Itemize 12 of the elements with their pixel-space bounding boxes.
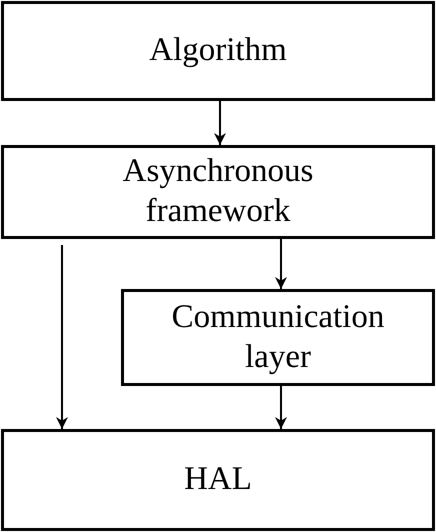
box-label: HAL: [184, 460, 252, 500]
process-box: [121, 289, 435, 386]
arrow: [275, 239, 287, 289]
arrow: [56, 245, 68, 429]
box-label: Communication layer: [170, 298, 386, 376]
box-label: Algorithm: [149, 31, 287, 70]
process-box: [1, 1, 435, 101]
arrow: [214, 101, 226, 145]
arrow: [275, 386, 287, 429]
box-label: Asynchronous framework: [122, 152, 314, 231]
process-box: [1, 145, 435, 239]
process-box: [1, 429, 435, 531]
